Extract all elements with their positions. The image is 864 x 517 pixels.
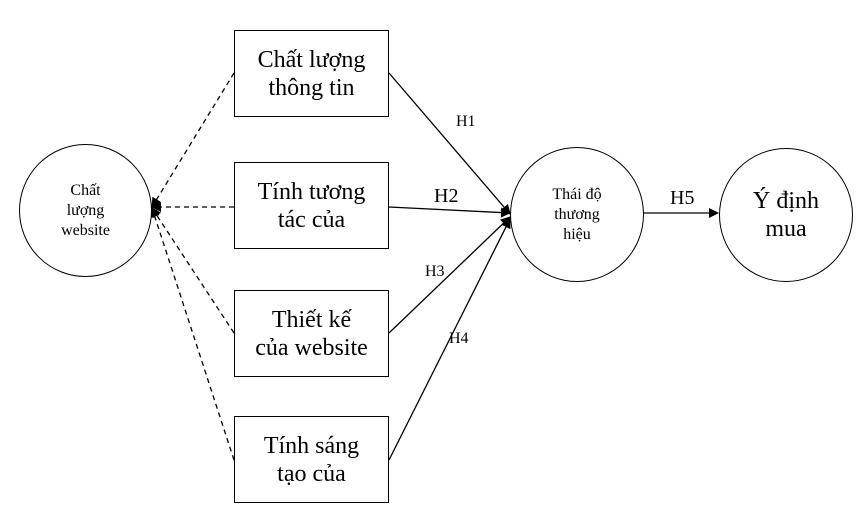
label-h1: H1 [456,113,476,130]
arrow-h1 [388,72,511,215]
node-text: của website [255,334,368,361]
arrow-h3 [388,216,511,334]
node-text: hiệu [563,225,591,243]
dashed-link-creativity [150,207,235,461]
node-text: Chất lượng [257,46,366,73]
node-text: tạo của [277,460,346,487]
node-text: mua [765,216,807,242]
arrow-h2 [388,206,511,218]
label-h4: H4 [449,330,469,347]
node-text: Thái độ [552,185,602,203]
node-text: lượng [66,201,105,219]
node-text: tác của [277,206,346,233]
dashed-link-design [151,207,235,334]
node-brand-attitude: Thái độ thương hiệu [510,147,644,282]
node-text: website [61,221,110,239]
node-text: Tính sáng [263,432,360,459]
node-text: Thiết kế [271,306,352,333]
label-h5: H5 [670,187,695,209]
node-text: Tính tương [257,178,366,205]
arrow-h4 [388,218,511,461]
dashed-link-info [151,72,235,208]
node-text: Ý định [753,188,819,214]
label-h3: H3 [425,263,445,280]
node-text: Chất [70,181,101,199]
node-text: thông tin [268,74,355,101]
node-text: thương [554,205,600,223]
label-h2: H2 [434,185,459,207]
node-website-quality: Chất lượng website [19,144,152,277]
